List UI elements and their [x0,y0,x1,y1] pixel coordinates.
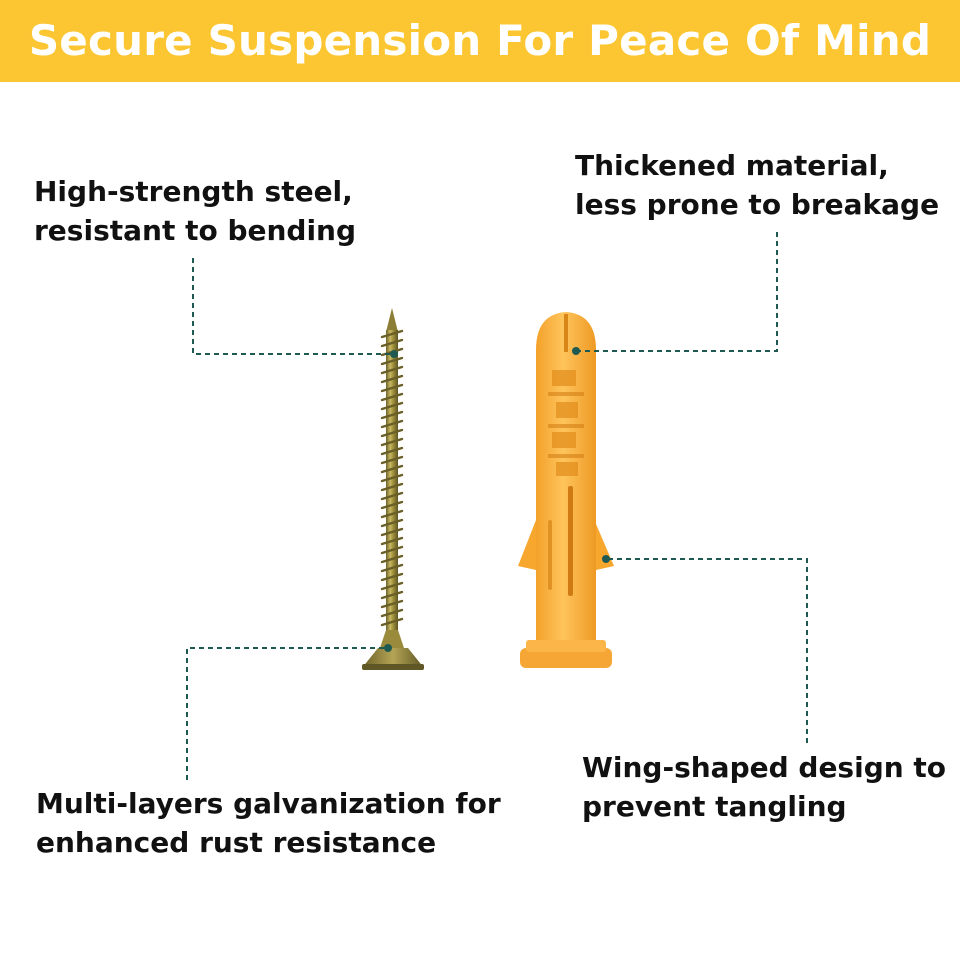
screw-thread-ridge [380,455,404,465]
screw-thread-ridge [380,572,404,582]
callout-galvanization-line2: enhanced rust resistance [36,826,437,859]
leader-line-steel [192,258,394,355]
screw-thread-ridge [380,428,404,438]
screw-thread-ridge [380,617,404,627]
screw-thread-ridge [380,563,404,573]
anchor-dot-thickened [572,347,580,355]
leader-line-wing [606,558,808,743]
screw-thread-ridge [380,491,404,501]
screw-thread-ridge [380,482,404,492]
callout-steel-line1: High-strength steel, [34,175,353,208]
callout-wing-line1: Wing-shaped design to [582,751,947,784]
screw-thread-ridge [380,365,404,375]
screw-thread-ridge [380,392,404,402]
callout-thickened-line1: Thickened material, [575,149,889,182]
leader-line-galvanization [186,647,388,780]
callout-thickened-line2: less prone to breakage [575,188,940,221]
screw-thread-ridge [380,437,404,447]
screw-thread-ridge [380,518,404,528]
wall-anchor [518,312,614,668]
screw-thread-ridge [380,509,404,519]
anchor-dot-wing [602,555,610,563]
banner-title: Secure Suspension For Peace Of Mind [28,16,932,65]
screw-thread-ridge [380,410,404,420]
screw-thread-ridge [380,329,404,339]
title-banner [0,0,960,82]
screw-thread-ridge [380,599,404,609]
screw-thread-ridge [380,356,404,366]
callout-thickened: Thickened material, less prone to breaka… [575,146,939,224]
anchor-dot-steel [390,350,398,358]
screw-thread-ridge [380,374,404,384]
callout-wing-line2: prevent tangling [582,790,847,823]
screw-thread-ridge [380,473,404,483]
screw-thread-ridge [380,383,404,393]
screw-thread-ridge [380,401,404,411]
screw-thread-ridge [380,554,404,564]
callout-galvanization-line1: Multi-layers galvanization for [36,787,501,820]
screw-thread-ridge [380,608,404,618]
screw-thread-ridge [380,419,404,429]
screw-thread-ridge [380,590,404,600]
callout-galvanization: Multi-layers galvanization for enhanced … [36,784,501,862]
screw-thread-ridge [380,500,404,510]
callout-steel: High-strength steel, resistant to bendin… [34,172,356,250]
leader-line-thickened [576,232,778,352]
anchor-dot-galvanization [384,644,392,652]
screw-thread-ridge [380,527,404,537]
screw [362,308,424,670]
screw-thread-ridge [380,338,404,348]
screw-thread-ridge [380,536,404,546]
screw-thread-ridge [380,581,404,591]
screw-thread-ridge [380,464,404,474]
screw-thread-ridge [380,545,404,555]
callout-steel-line2: resistant to bending [34,214,357,247]
screw-thread-ridge [380,446,404,456]
callout-wing: Wing-shaped design to prevent tangling [582,748,946,826]
